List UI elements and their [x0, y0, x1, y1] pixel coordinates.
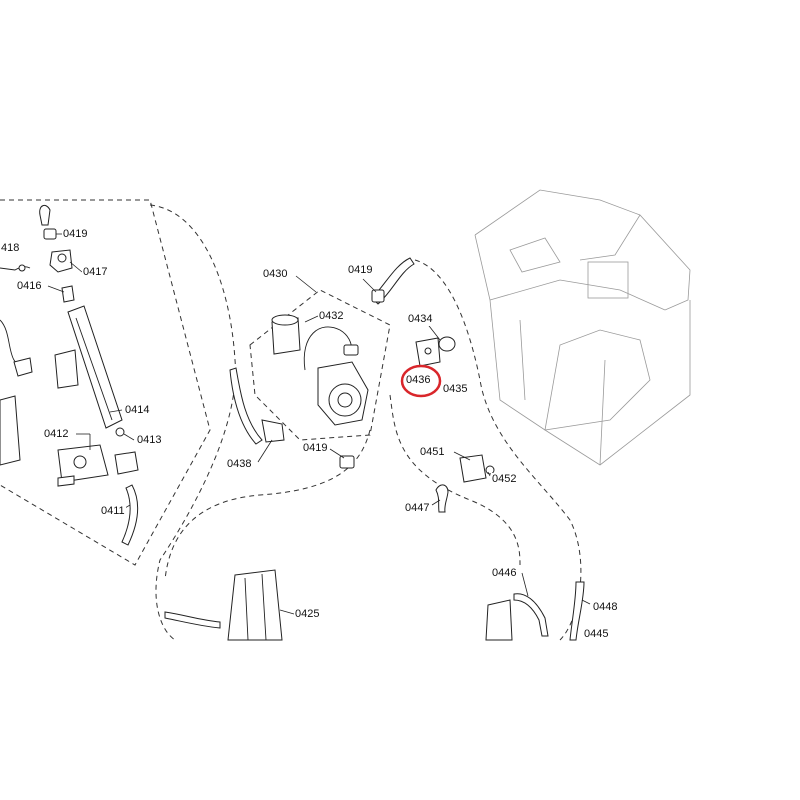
machine-frame [474, 189, 691, 466]
label-0432: 0432 [318, 310, 345, 323]
heater-0414 [67, 305, 123, 429]
pump-0412-port [73, 455, 87, 469]
label-0434: 0434 [407, 313, 434, 326]
housing-0425 [227, 569, 283, 641]
housing-0425-rib [244, 573, 267, 641]
label-0430: 0430 [262, 268, 289, 281]
label-0411: 0411 [100, 505, 126, 518]
bracket-left [54, 349, 79, 389]
label-0445: 0445 [583, 628, 610, 641]
label-0451: 0451 [419, 446, 446, 459]
clip-0419-mid [371, 289, 385, 303]
connector-0418 [18, 264, 26, 272]
leader-lines [47, 233, 591, 615]
label-0419-lower: 0419 [302, 442, 329, 455]
label-0414: 0414 [124, 404, 151, 417]
label-0418: 418 [0, 242, 21, 255]
bracket-0445 [485, 599, 513, 641]
pump-0430-core [337, 392, 353, 408]
routing-line-mid [164, 429, 371, 581]
clip-0419-lower [339, 455, 355, 469]
valve-0413 [114, 451, 139, 475]
routing-line-left [149, 204, 236, 641]
hose-0446 [513, 593, 549, 637]
routing-line-lower [389, 394, 521, 566]
label-0436: 0436 [406, 374, 431, 386]
label-0452: 0452 [491, 473, 518, 486]
hose-0411 [121, 484, 139, 546]
valve-0436-hole [424, 347, 432, 355]
valve-0451 [459, 454, 487, 483]
label-0419-left: 0419 [62, 228, 89, 241]
plug-0434 [438, 336, 456, 352]
screw-0412 [57, 475, 75, 487]
block-left [0, 395, 21, 466]
label-0416: 0416 [16, 280, 43, 293]
oring-0413 [115, 427, 125, 437]
hose-0438 [229, 367, 263, 445]
highlight-circle-0436 [400, 364, 442, 398]
label-0435: 0435 [442, 383, 469, 396]
hose-0419-left [39, 204, 51, 226]
filter-0432-cap [271, 314, 299, 326]
plug-left [13, 357, 33, 377]
hose-0448 [569, 581, 585, 641]
label-0438: 0438 [226, 458, 253, 471]
hose-0425 [164, 611, 221, 629]
wire-0418 [0, 266, 31, 271]
group-outline-left [0, 199, 211, 566]
heater-0414-rib [75, 317, 113, 421]
label-0419-mid: 0419 [347, 264, 374, 277]
hose-0447 [435, 484, 449, 513]
label-0413: 0413 [136, 434, 163, 447]
label-0447: 0447 [404, 502, 431, 515]
valve-0417-knob [57, 253, 67, 263]
fitting-0416 [61, 285, 75, 303]
label-0425: 0425 [294, 608, 321, 621]
label-0448: 0448 [592, 601, 619, 614]
clip-0419-left [43, 228, 57, 240]
label-0417: 0417 [82, 266, 109, 279]
label-0412: 0412 [43, 428, 70, 441]
label-0446: 0446 [491, 567, 518, 580]
elbow-0438 [261, 419, 285, 443]
group-outline-0430 [249, 289, 391, 441]
tube-0432-end [343, 344, 359, 356]
